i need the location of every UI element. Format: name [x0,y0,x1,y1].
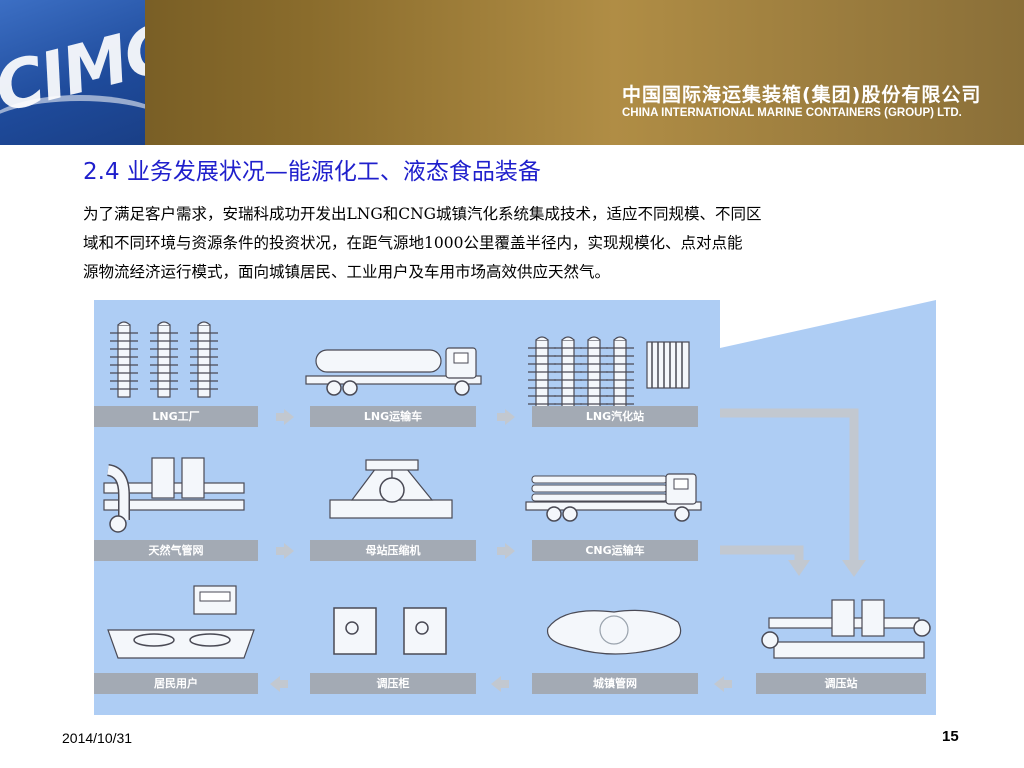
label-bar-city-network [532,673,698,694]
diagram-background [94,300,936,715]
paragraph-line-1: 为了满足客户需求，安瑞科成功开发出LNG和CNG城镇汽化系统集成技术，适应不同规… [83,205,762,223]
label-lng-factory: LNG工厂 [152,410,199,423]
logo-wave-decoration [0,95,145,145]
label-bar-cng-truck [532,540,698,561]
label-residential: 居民用户 [154,676,198,690]
paragraph-line-2: 域和不同环境与资源条件的投资状况，在距气源地1000公里覆盖半径内，实现规模化、… [83,234,743,252]
label-bar-compressor [310,540,476,561]
slide-title: 2.4 业务发展状况—能源化工、液态食品装备 [83,159,541,185]
label-bar-lng-truck [310,406,476,427]
cimc-logo: CIMC [0,0,145,145]
label-bar-residential [94,673,258,694]
label-bar-lng-station [532,406,698,427]
label-lng-station: LNG汽化站 [586,409,644,423]
gas-pipeline-icon [103,457,245,533]
lng-factory-icon [109,321,219,398]
gas-supply-flow-diagram: LNG工厂 LNG运输车 LNG汽化站 天然气管网 母站压缩机 CNG运输车 [94,300,936,715]
company-name-en: CHINA INTERNATIONAL MARINE CONTAINERS (G… [622,107,962,119]
label-city-network: 城镇管网 [593,676,637,690]
label-compressor: 母站压缩机 [366,543,421,557]
cng-truck-icon [525,473,702,522]
label-bar-lng-factory [94,406,258,427]
label-lng-truck: LNG运输车 [364,409,422,423]
city-network-icon [546,609,682,655]
label-bar-regulator-station [756,673,926,694]
label-regulator-station: 调压站 [825,676,858,690]
company-name-cn: 中国国际海运集装箱(集团)股份有限公司 [622,84,982,106]
residential-user-icon [107,585,255,659]
flow-arrow-down-head [842,560,866,577]
header-banner: CIMC 中国国际海运集装箱(集团)股份有限公司 CHINA INTERNATI… [0,0,1024,145]
flow-arrow-bend [720,545,804,562]
compressor-icon [329,459,453,519]
body-paragraph: 为了满足客户需求，安瑞科成功开发出LNG和CNG城镇汽化系统集成技术，适应不同规… [83,200,933,287]
regulator-cabinet-icon [333,607,447,655]
label-cng-truck: CNG运输车 [585,543,644,557]
label-regulator-cabinet: 调压柜 [377,676,410,690]
label-gas-pipeline: 天然气管网 [149,543,204,557]
regulator-station-icon [761,599,931,659]
footer-date: 2014/10/31 [62,730,133,746]
paragraph-line-3: 源物流经济运行模式，面向城镇居民、工业用户及车用市场高效供应天然气。 [83,263,611,281]
label-bar-gas-pipeline [94,540,258,561]
flow-arrow-bend-head [788,560,810,576]
label-bar-regulator-cabinet [310,673,476,694]
flow-arrow-down [720,408,859,562]
lng-truck-icon [305,347,482,396]
page-number: 15 [942,728,959,745]
lng-station-icon [527,336,690,413]
